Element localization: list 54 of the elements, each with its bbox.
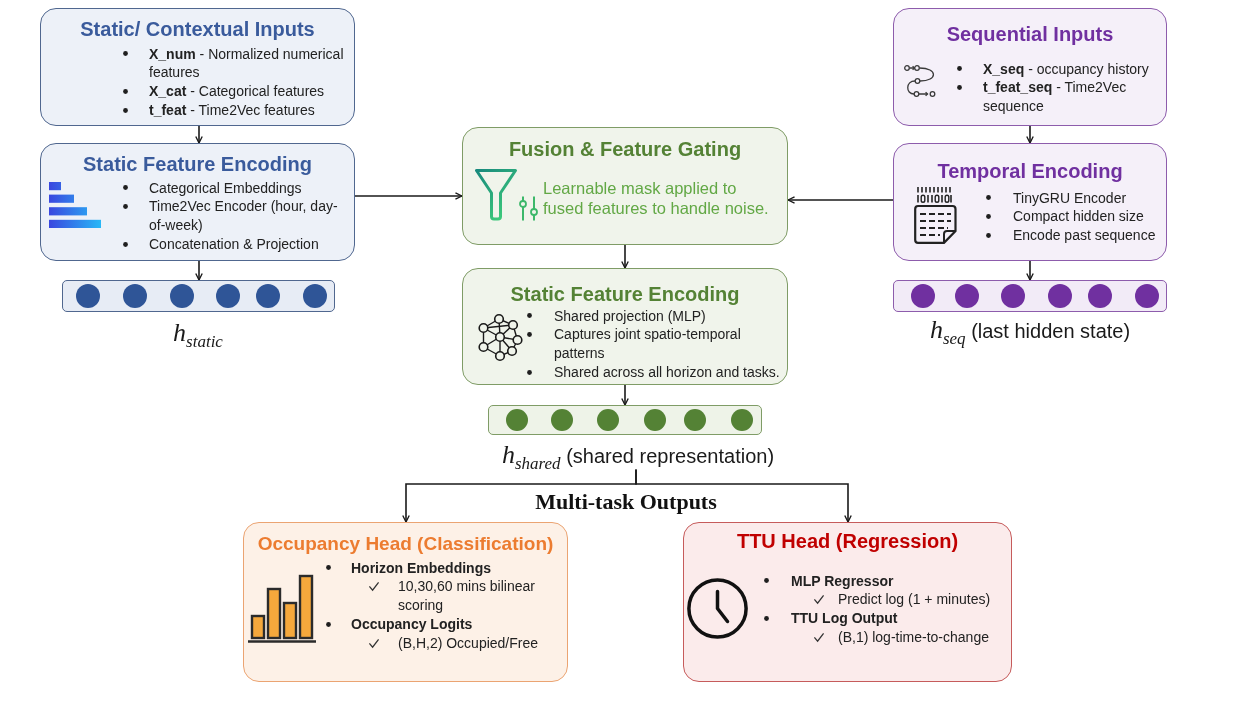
box-title: Fusion & Feature Gating bbox=[508, 137, 742, 161]
sub-heading: MLP Regressor bbox=[791, 571, 894, 591]
vector-label: h$_{static}$ bbox=[173, 318, 223, 348]
list-item: Encode past sequence bbox=[1013, 226, 1156, 245]
list-item: t_feat_seq - Time2Vec sequence bbox=[983, 78, 1128, 116]
arrow bbox=[621, 244, 629, 269]
list-item: Captures joint spatio-temporal patterns bbox=[554, 325, 742, 363]
list-item: Shared projection (MLP) bbox=[554, 306, 706, 326]
list-item: Concatenation & Projection bbox=[149, 234, 319, 254]
vector-bar bbox=[62, 280, 335, 312]
process-box bbox=[40, 8, 355, 126]
list-item: Compact hidden size bbox=[1013, 207, 1144, 227]
box-title: Static Feature Encoding bbox=[83, 152, 312, 176]
arrow bbox=[1026, 125, 1034, 144]
arrow bbox=[621, 384, 629, 406]
box-title: Sequential Inputs bbox=[946, 22, 1114, 46]
box-title: Static/ Contextual Inputs bbox=[80, 17, 315, 41]
process-box bbox=[683, 522, 1012, 682]
list-item: TinyGRU Encoder bbox=[1013, 188, 1127, 208]
sub-heading: Horizon Embeddings bbox=[351, 558, 491, 578]
process-box bbox=[462, 127, 788, 245]
arrow bbox=[635, 468, 852, 523]
box-title: TTU Head (Regression) bbox=[736, 529, 959, 553]
process-box bbox=[893, 8, 1167, 126]
list-item: t_feat - Time2Vec features bbox=[149, 100, 315, 120]
box-title: Occupancy Head (Classification) bbox=[257, 532, 554, 556]
process-box bbox=[462, 268, 788, 385]
list-item: X_seq - occupancy history bbox=[983, 59, 1149, 79]
process-box bbox=[243, 522, 568, 682]
check-item: Predict log (1 + minutes) bbox=[838, 590, 991, 610]
section-label: Multi-task Outputs bbox=[535, 489, 717, 515]
arrow bbox=[195, 125, 203, 144]
list-item: Time2Vec Encoder (hour, day-of-week) bbox=[149, 197, 339, 235]
vector-label: h$_{shared}$ (shared representation) bbox=[501, 440, 775, 470]
process-box bbox=[893, 143, 1167, 261]
check-item: 10,30,60 mins bilinear scoring bbox=[398, 577, 536, 615]
description-text: Learnable mask applied to fused features to handle noise. bbox=[543, 178, 770, 218]
arrow bbox=[1026, 260, 1034, 281]
vector-bar bbox=[893, 280, 1167, 312]
check-item: (B,1) log-time-to-change bbox=[838, 628, 989, 647]
check-item: (B,H,2) Occupied/Free bbox=[398, 633, 539, 653]
process-box bbox=[40, 143, 355, 261]
box-title: Temporal Encoding bbox=[937, 159, 1123, 183]
arrow bbox=[195, 260, 203, 281]
list-item: X_num - Normalized numerical features bbox=[149, 44, 345, 83]
list-item: X_cat - Categorical features bbox=[149, 82, 325, 101]
sub-heading: Occupancy Logits bbox=[351, 615, 473, 634]
list-item: Shared across all horizon and tasks. bbox=[554, 362, 780, 382]
arrow bbox=[354, 192, 463, 200]
arrow bbox=[787, 196, 894, 204]
box-title: Static Feature Encoding bbox=[510, 282, 740, 306]
sub-heading: TTU Log Output bbox=[791, 609, 898, 628]
vector-bar bbox=[488, 405, 762, 435]
list-item: Categorical Embeddings bbox=[149, 178, 302, 198]
